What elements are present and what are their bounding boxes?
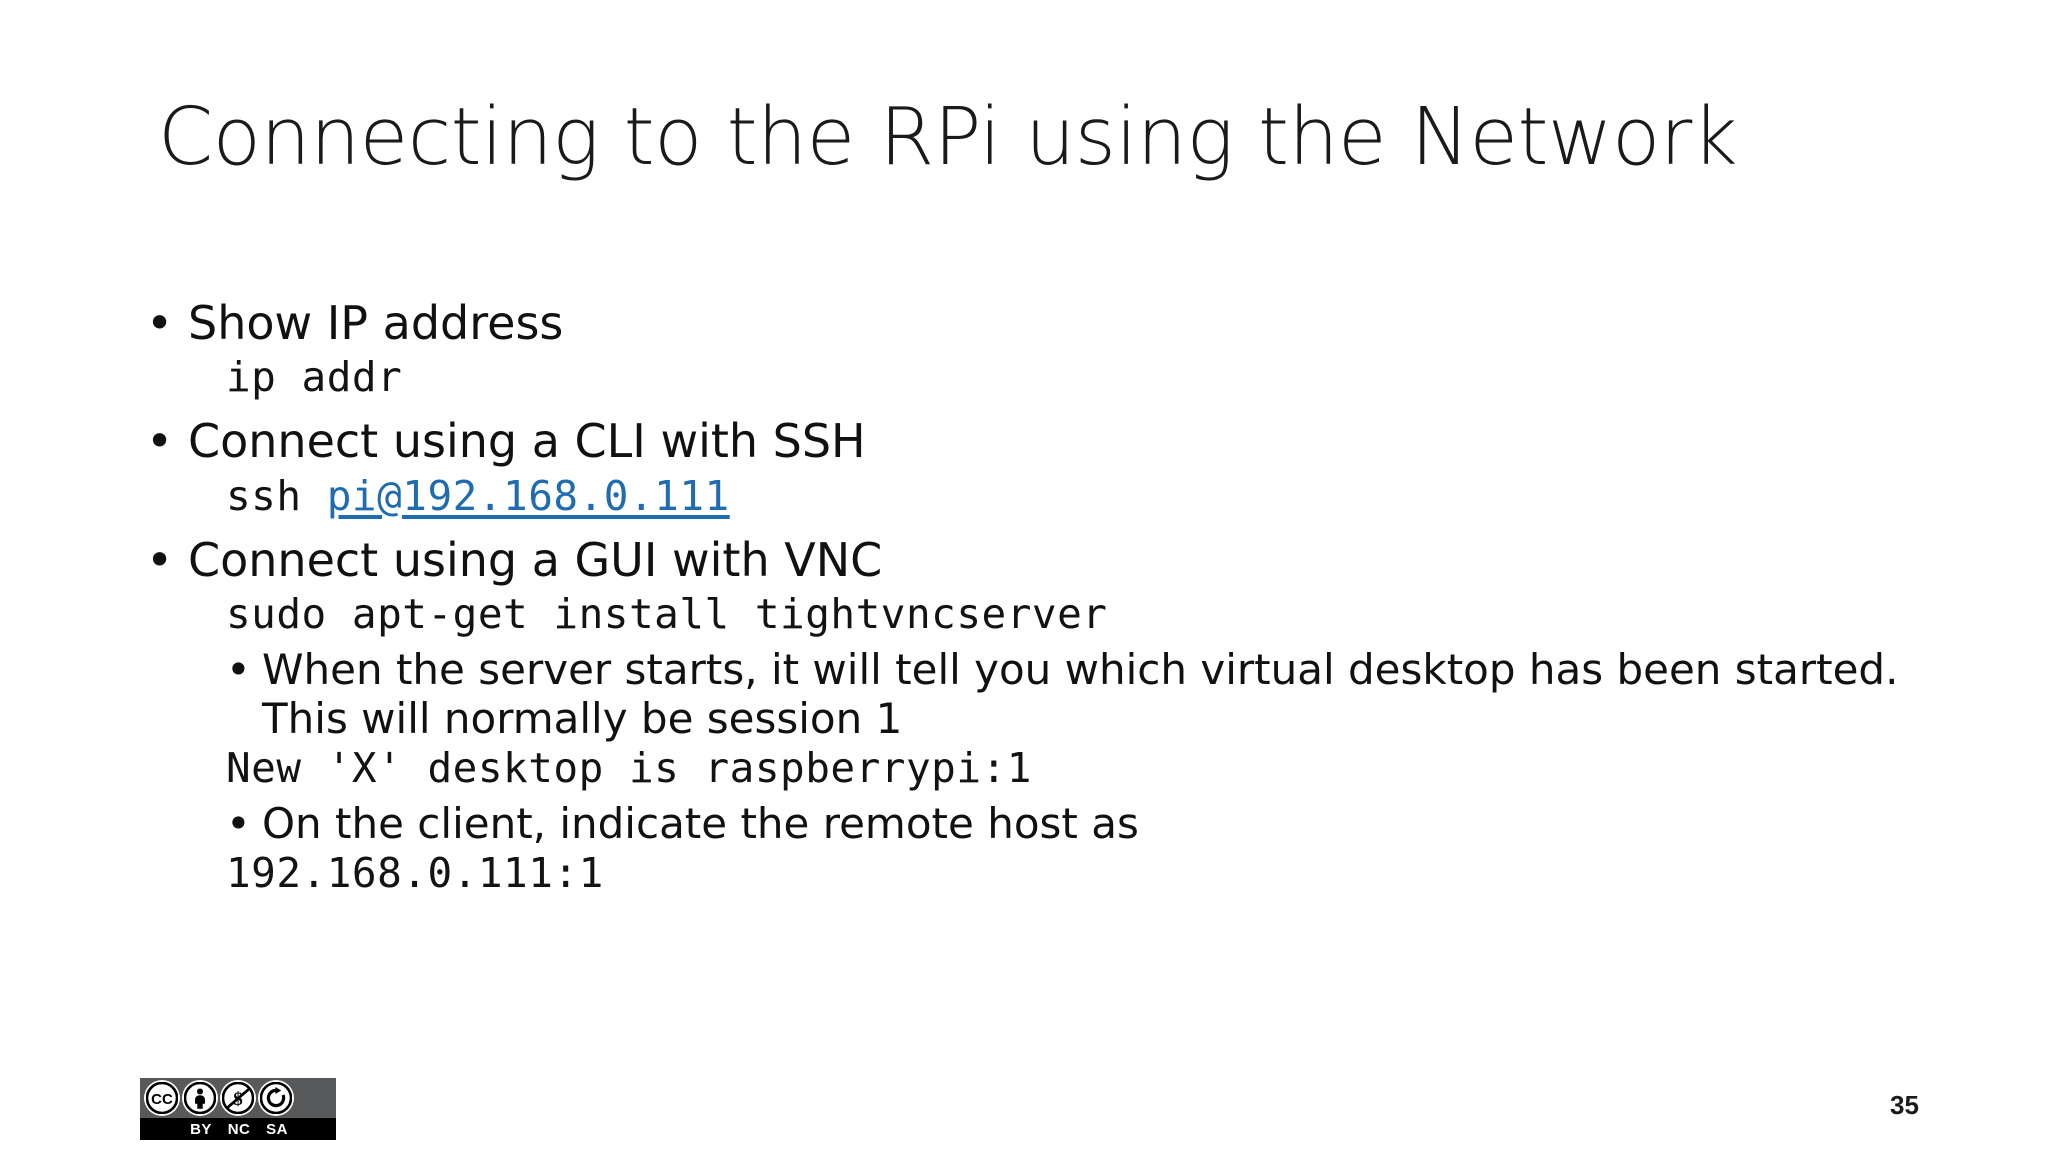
cc-labels-row: BY NC SA xyxy=(140,1118,336,1140)
bullet-label: Show IP address xyxy=(188,296,564,350)
bullet-label: Connect using a GUI with VNC xyxy=(188,532,883,587)
bullet-point-icon: • xyxy=(146,296,174,350)
creative-commons-icon: CC xyxy=(144,1080,180,1116)
code-ssh-command: ssh pi@192.168.0.111 xyxy=(226,471,1930,521)
cc-label-by: BY xyxy=(190,1120,212,1138)
subbullet-server-start-info: • When the server starts, it will tell y… xyxy=(222,645,1902,743)
cc-icons-row: CC $ xyxy=(140,1078,336,1118)
page-number: 35 xyxy=(1890,1090,1919,1120)
subbullet-client-remote-host: • On the client, indicate the remote hos… xyxy=(222,799,1902,848)
ssh-host-link[interactable]: pi@192.168.0.111 xyxy=(326,471,730,520)
subbullet-label: When the server starts, it will tell you… xyxy=(262,644,1899,743)
bullet-connect-cli-ssh: • Connect using a CLI with SSH xyxy=(140,414,1930,468)
code-ip-addr: ip addr xyxy=(226,353,403,402)
cc-label-nc: NC xyxy=(227,1120,251,1138)
page-title: Connecting to the RPi using the Network xyxy=(158,91,1738,183)
cc-license-badge[interactable]: CC $ xyxy=(140,1078,336,1140)
bullet-point-icon: • xyxy=(146,414,174,469)
bullet-point-icon: • xyxy=(226,644,251,694)
code-new-x-desktop: New 'X' desktop is raspberrypi:1 xyxy=(226,744,1032,793)
noncommercial-dollar-icon: $ xyxy=(220,1080,256,1116)
code-apt-get-install: sudo apt-get install tightvncserver xyxy=(226,589,1108,638)
svg-text:CC: CC xyxy=(151,1091,173,1108)
bullet-connect-gui-vnc: • Connect using a GUI with VNC xyxy=(140,533,1930,587)
subbullet-label: On the client, indicate the remote host … xyxy=(262,799,1139,849)
cc-label-sa: SA xyxy=(266,1120,288,1138)
sharealike-arrow-icon xyxy=(258,1080,294,1116)
bullet-label: Connect using a CLI with SSH xyxy=(188,414,866,469)
bullet-show-ip-address: • Show IP address xyxy=(140,296,1930,350)
attribution-person-icon xyxy=(182,1080,218,1116)
code-remote-host-address: 192.168.0.111:1 xyxy=(226,849,604,898)
bullet-point-icon: • xyxy=(146,532,174,587)
slide-body: • Show IP address ip addr • Connect usin… xyxy=(140,296,1930,898)
code-ssh-prefix: ssh xyxy=(226,471,327,520)
bullet-point-icon: • xyxy=(226,799,251,849)
